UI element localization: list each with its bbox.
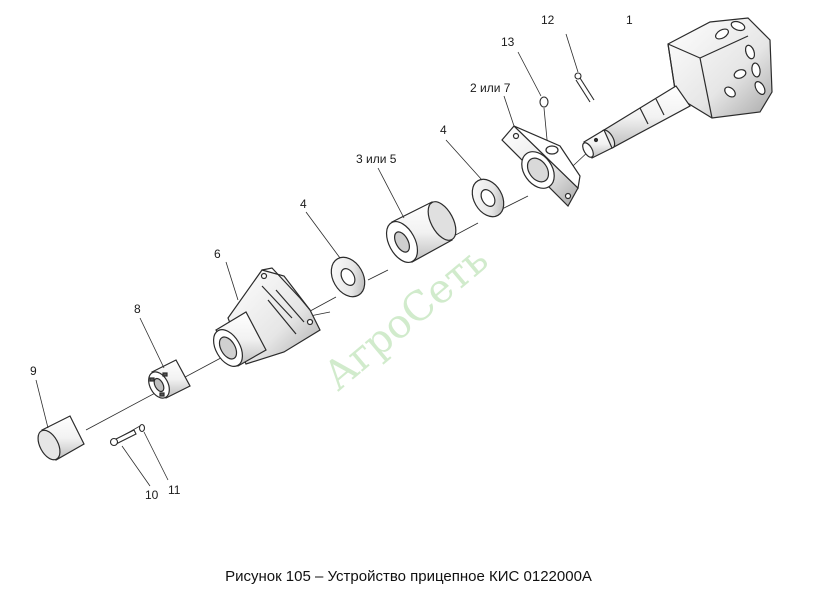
callout-12: 12 <box>541 13 555 27</box>
part-flange <box>501 95 581 207</box>
part-small-washer <box>517 51 549 151</box>
part-spring-washer <box>138 423 169 481</box>
part-cotter-pin <box>565 33 595 103</box>
callout-1: 1 <box>626 13 633 27</box>
callout-4-upper: 4 <box>440 123 447 137</box>
callout-8: 8 <box>134 302 141 316</box>
part-castle-nut <box>139 317 191 399</box>
callout-6: 6 <box>214 247 221 261</box>
part-spacer-ring-lower <box>305 211 366 298</box>
part-bushing <box>377 167 457 263</box>
part-spacer-ring-upper <box>445 139 505 218</box>
part-bolt <box>109 429 151 487</box>
part-housing <box>212 261 321 367</box>
callout-4-lower: 4 <box>300 197 307 211</box>
callout-13: 13 <box>501 35 515 49</box>
callout-11: 11 <box>168 483 181 497</box>
callout-3-or-5: 3 или 5 <box>356 152 397 166</box>
part-hitch-eye <box>582 17 773 159</box>
callout-2-or-7: 2 или 7 <box>470 81 511 95</box>
callout-9: 9 <box>30 364 37 378</box>
figure-caption: Рисунок 105 – Устройство прицепное КИС 0… <box>225 568 592 585</box>
part-cap <box>35 379 85 461</box>
callout-10: 10 <box>145 488 159 502</box>
